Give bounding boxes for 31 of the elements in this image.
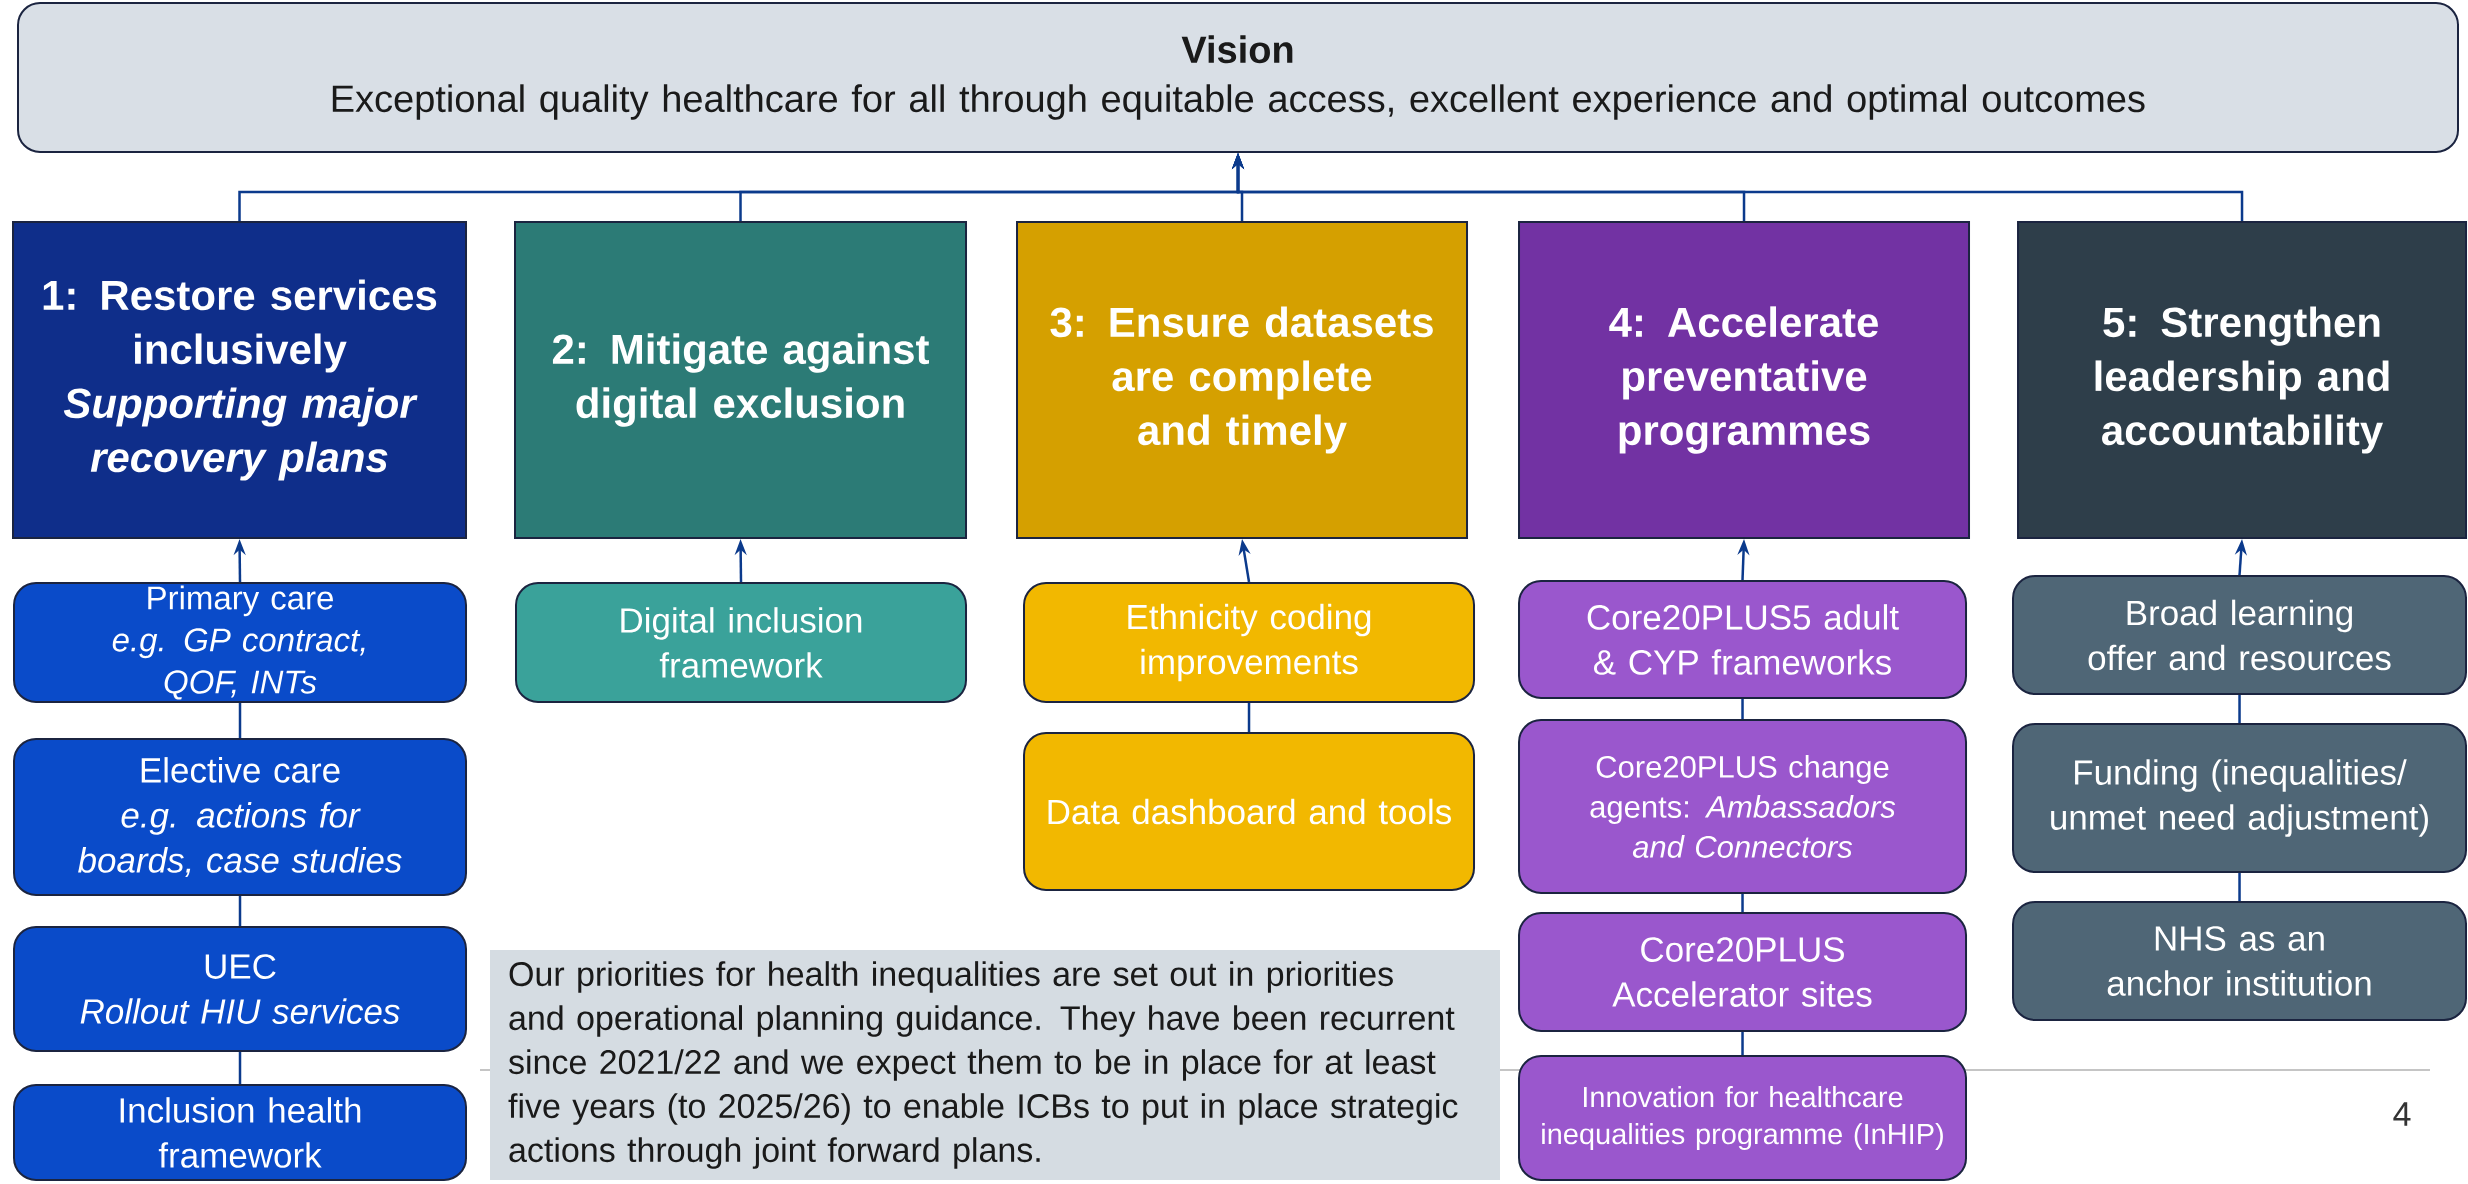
- note-box: Our priorities for health inequalities are set out in priorities and operational planning guidance. They have been recurrent since 2021/22 and we expect them to be in place for at least five years (to 2025/26) to enable ICBs to put in place strategic actions through joint forward plans.: [490, 950, 1500, 1180]
- connector: [1741, 699, 1744, 719]
- connector: [1247, 703, 1251, 732]
- programme-box: Core20PLUS5 adult & CYP frameworks: [1518, 580, 1967, 699]
- connector: [238, 896, 242, 926]
- programme-box: Digital inclusion framework: [515, 582, 967, 703]
- programme-box: Data dashboard and tools: [1023, 732, 1475, 891]
- programme-box: Inclusion health framework: [13, 1084, 467, 1181]
- programme-box: NHS as an anchor institution: [2012, 901, 2468, 1021]
- connector: [1741, 894, 1744, 912]
- pillar-box: 3: Ensure datasets are complete and timely: [1016, 221, 1468, 539]
- pillar-box: 2: Mitigate against digital exclusion: [514, 221, 967, 539]
- programme-box: Core20PLUS Accelerator sites: [1518, 912, 1967, 1032]
- connector: [1741, 1032, 1744, 1055]
- pillar-box: 1: Restore services inclusively Supporting major recovery plans: [12, 221, 467, 539]
- page-number: 4: [2393, 1102, 2411, 1126]
- connector: [238, 1052, 242, 1084]
- connector: [2238, 873, 2241, 901]
- programme-box: Core20PLUS change agents: Ambassadors and Connectors: [1518, 719, 1967, 894]
- pillar-box: 4: Accelerate preventative programmes: [1518, 221, 1970, 539]
- programme-box: Primary care e.g. GP contract, QOF, INTs: [13, 582, 467, 703]
- connector: [2238, 695, 2241, 723]
- programme-box: Broad learning offer and resources: [2012, 575, 2468, 695]
- programme-box: UEC Rollout HIU services: [13, 926, 467, 1052]
- programme-box: Innovation for healthcare inequalities programme (InHIP): [1518, 1055, 1967, 1181]
- programme-box: Funding (inequalities/ unmet need adjustment): [2012, 723, 2468, 873]
- pillar-box: 5: Strengthen leadership and accountability: [2017, 221, 2468, 539]
- programme-box: Ethnicity coding improvements: [1023, 582, 1475, 703]
- programme-box: Elective care e.g. actions for boards, case studies: [13, 738, 467, 896]
- connector: [238, 703, 242, 738]
- vision-box: Vision Exceptional quality healthcare for all through equitable access, excellent experience and optimal outcomes: [17, 2, 2460, 153]
